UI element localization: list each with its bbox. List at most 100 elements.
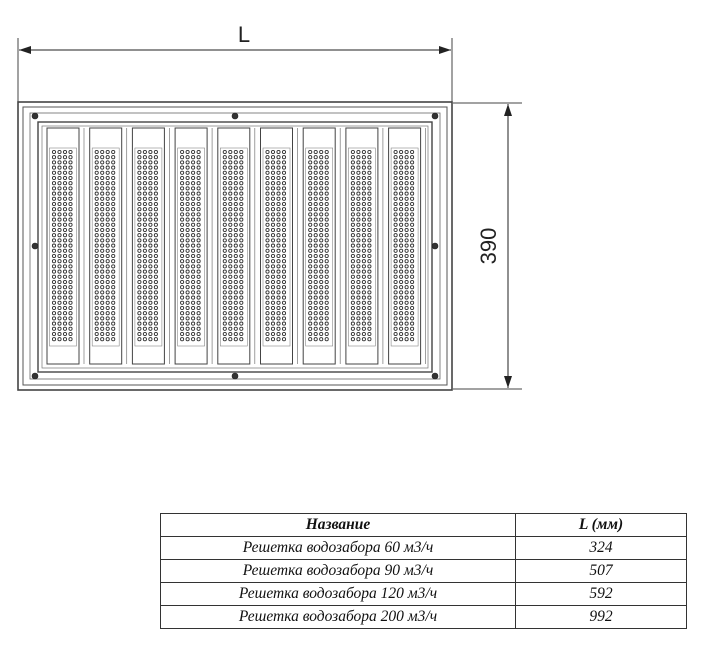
perforation-hole <box>142 207 147 212</box>
grille-slot <box>388 127 426 365</box>
perforation-hole <box>393 191 398 196</box>
perforation-hole <box>350 191 355 196</box>
perforation-hole <box>404 285 409 290</box>
perforation-hole <box>361 186 366 191</box>
perforation-hole <box>308 248 313 253</box>
perforation-hole <box>356 243 361 248</box>
perforation-hole <box>191 175 196 181</box>
perforation-hole <box>94 227 99 233</box>
perforation-hole <box>276 295 281 300</box>
perforation-hole <box>319 212 324 217</box>
perforation-hole <box>222 300 227 305</box>
spec-table: Название L (мм) Решетка водозабора 60 м3… <box>160 513 687 629</box>
perforation-hole <box>94 337 99 342</box>
perforation-hole <box>57 196 62 201</box>
perforation-hole <box>361 274 366 279</box>
perforation-hole <box>239 196 244 201</box>
perforation-hole <box>404 186 409 191</box>
perforation-hole <box>51 227 57 233</box>
perforation-hole <box>68 300 73 305</box>
perforation-hole <box>361 326 366 331</box>
perforation-hole <box>51 196 57 201</box>
perforation-hole <box>196 227 201 233</box>
perforation-hole <box>180 212 185 217</box>
perforation-hole <box>367 253 372 259</box>
perforation-hole <box>196 243 201 248</box>
perforation-hole <box>319 196 324 201</box>
perforation-hole <box>137 300 142 305</box>
perforation-hole <box>57 253 62 259</box>
perforation-hole <box>313 274 318 279</box>
perforation-hole <box>62 160 68 165</box>
perforation-hole <box>153 175 158 181</box>
perforation-hole <box>142 305 147 311</box>
perforation-hole <box>148 269 153 274</box>
perforation-hole <box>350 181 355 186</box>
perforation-hole <box>313 285 318 290</box>
perforation-hole <box>361 181 366 186</box>
perforation-hole <box>239 305 244 311</box>
perforation-hole <box>153 181 158 186</box>
perforation-hole <box>57 212 62 217</box>
perforation-hole <box>62 222 68 227</box>
perforation-hole <box>148 207 153 212</box>
perforation-hole <box>404 274 409 279</box>
perforation-hole <box>196 295 201 300</box>
perforation-hole <box>196 274 201 279</box>
perforation-hole <box>191 155 196 160</box>
perforation-hole <box>191 165 196 170</box>
perforation-hole <box>350 196 355 201</box>
perforation-hole <box>308 201 313 207</box>
perforation-hole <box>142 274 147 279</box>
perforation-hole <box>68 311 73 316</box>
perforation-hole <box>111 222 116 227</box>
perforation-hole <box>367 326 372 331</box>
perforation-hole <box>281 305 287 311</box>
perforation-hole <box>404 326 409 331</box>
perforation-hole <box>222 165 227 170</box>
perforation-hole <box>233 191 238 196</box>
perforation-hole <box>270 186 276 191</box>
perforation-hole <box>228 207 233 212</box>
perforation-hole <box>367 217 372 222</box>
perforation-hole <box>222 337 227 342</box>
table-crop-edge <box>150 631 710 671</box>
perforation-hole <box>356 160 361 165</box>
perforation-hole <box>350 155 355 160</box>
perforation-hole <box>265 259 270 264</box>
perforation-hole <box>410 222 415 227</box>
perforation-hole <box>361 305 366 311</box>
perforation-hole <box>239 248 244 253</box>
perforation-hole <box>350 238 355 243</box>
perforation-hole <box>222 321 227 326</box>
perforation-hole <box>265 160 270 165</box>
perforation-hole <box>324 305 329 311</box>
perforation-hole <box>228 285 233 290</box>
perforation-hole <box>367 201 372 207</box>
perforation-hole <box>319 259 324 264</box>
perforation-hole <box>281 212 287 217</box>
perforation-hole <box>393 321 398 326</box>
perforation-hole <box>324 191 329 196</box>
perforation-hole <box>270 300 276 305</box>
perforation-hole <box>222 170 227 175</box>
perforation-hole <box>57 243 62 248</box>
perforation-hole <box>148 165 153 170</box>
perforation-hole <box>57 264 62 269</box>
perforation-hole <box>94 248 99 253</box>
perforation-hole <box>265 321 270 326</box>
perforation-hole <box>361 285 366 290</box>
height-dimension: 390 <box>453 102 522 390</box>
perforation-hole <box>233 295 238 300</box>
perforation-hole <box>319 253 324 259</box>
perforation-hole <box>356 285 361 290</box>
perforation-hole <box>276 191 281 196</box>
perforation-hole <box>361 222 366 227</box>
perforation-hole <box>100 269 105 274</box>
perforation-hole <box>153 259 158 264</box>
perforation-hole <box>228 269 233 274</box>
perforation-hole <box>404 279 409 285</box>
perforation-hole <box>153 155 158 160</box>
perforation-hole <box>185 311 190 316</box>
perforation-hole <box>276 201 281 207</box>
